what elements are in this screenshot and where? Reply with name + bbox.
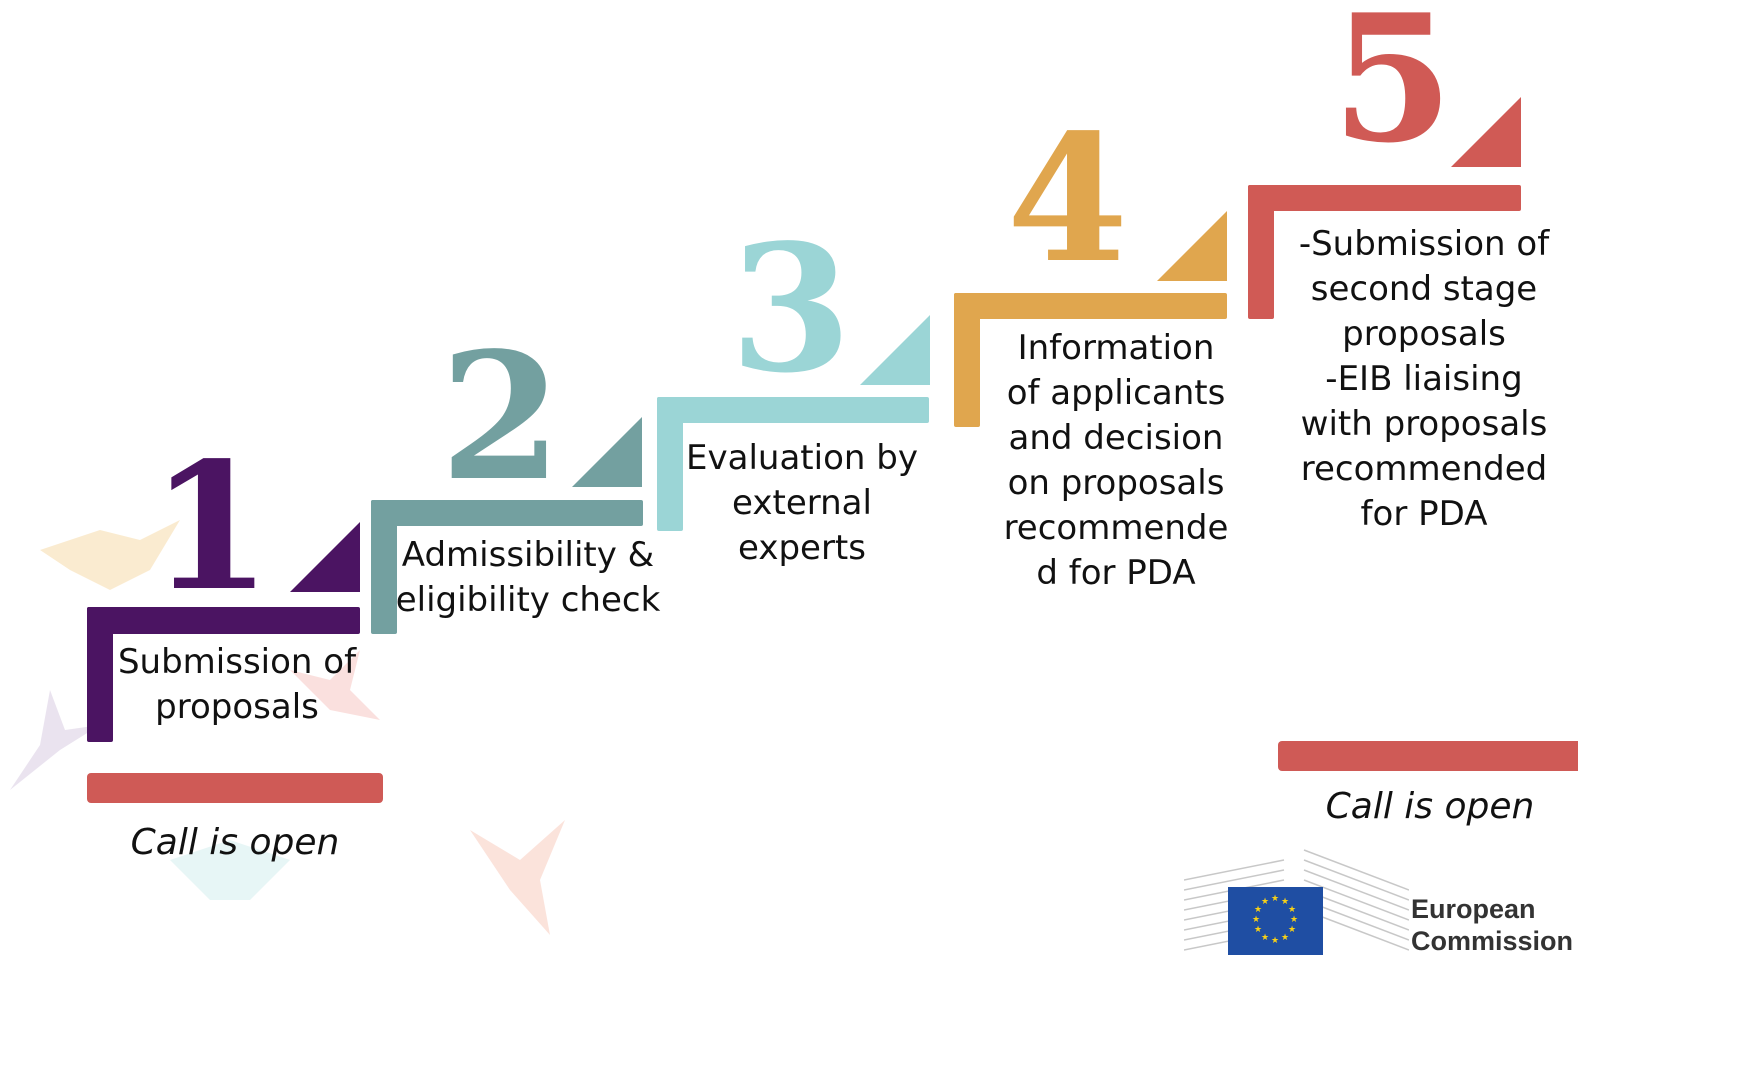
step-3-label: Evaluation by external experts [686,438,918,568]
svg-text:★: ★ [1261,897,1269,907]
logo-text-european: European [1411,894,1536,924]
step-5-side-bar [1248,185,1274,319]
call-open-text-left: Call is open [130,822,340,863]
step-2-label: Admissibility & eligibility check [395,535,661,620]
origami-bird-pink-decoration [290,650,380,720]
step-5-top-bar [1248,185,1521,211]
svg-text:★: ★ [1254,925,1262,935]
svg-text:★: ★ [1290,915,1298,925]
logo-text-commission: Commission [1411,926,1574,956]
svg-text:★: ★ [1254,905,1262,915]
step-3-corner-triangle [860,315,930,385]
european-commission-logo: ★★★ ★★★ ★★★ ★★★ European Commission [1184,845,1762,1069]
step-2-corner-triangle [572,417,642,487]
eu-flag-icon: ★★★ ★★★ ★★★ ★★★ [1228,887,1323,955]
step-2-side-bar [371,500,397,634]
svg-text:★: ★ [1288,925,1296,935]
call-open-text-right: Call is open [1325,786,1535,827]
step-4-corner-triangle [1157,211,1227,281]
step-3-side-bar [657,397,683,531]
step-3-number: 3 [730,207,852,412]
svg-text:★: ★ [1288,905,1296,915]
step-1-side-bar [87,607,113,742]
step-4-top-bar [954,293,1227,319]
svg-text:★: ★ [1281,933,1289,943]
origami-bird-teal-decoration [170,840,290,900]
step-1-top-bar [87,607,360,634]
step-4-number: 4 [1006,97,1129,302]
step-4-label: Information of applicants and decision o… [1003,328,1229,593]
step-3-top-bar [657,397,929,423]
step-5-label: -Submission of second stage proposals -E… [1298,224,1550,534]
step-2-top-bar [371,500,643,526]
svg-text:★: ★ [1271,894,1279,904]
step-1-number: 1 [150,425,272,630]
svg-text:★: ★ [1261,933,1269,943]
svg-text:★: ★ [1281,897,1289,907]
origami-bird-lavender-decoration [10,690,100,790]
svg-text:★: ★ [1252,915,1260,925]
call-open-bar-left [87,773,383,803]
svg-text:★: ★ [1271,936,1279,946]
step-1-label: Submission of proposals [117,642,357,727]
call-open-bar-right [1278,741,1578,771]
step-1-corner-triangle [290,522,360,592]
step-5-number: 5 [1331,0,1454,182]
origami-bird-salmon-decoration [470,820,565,935]
step-4-side-bar [954,293,980,427]
step-5-corner-triangle [1451,97,1521,167]
origami-bird-yellow-decoration [40,520,180,590]
step-2-number: 2 [440,315,562,520]
